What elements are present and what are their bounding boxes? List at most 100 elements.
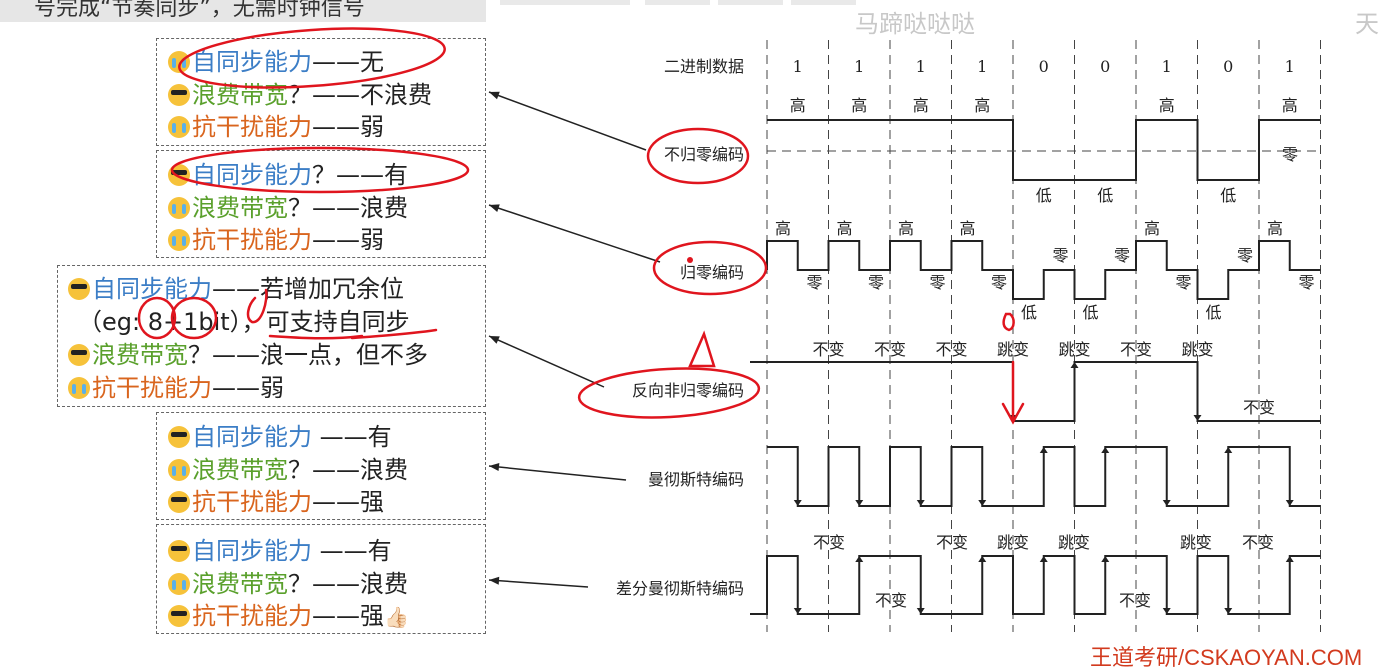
red-circle-annotation <box>1002 312 1015 332</box>
red-circle-annotation <box>178 27 446 89</box>
nrzi-change-label: 跳变 <box>1058 340 1090 359</box>
connector-arrowhead <box>489 91 500 100</box>
manchester-mid-arrow <box>793 500 802 506</box>
red-circle-annotation <box>646 127 750 185</box>
rz-waveform <box>766 240 1321 300</box>
diff-manchester-change-label: 不变 <box>813 533 845 552</box>
property-name: 浪费带宽 <box>192 456 288 484</box>
property-name: 浪费带宽 <box>92 341 188 369</box>
connector-line <box>488 335 605 388</box>
red-underline-annotation <box>350 328 438 340</box>
nrz-level-label: 高 <box>790 96 806 115</box>
property-value: ——弱 <box>312 226 384 254</box>
row-label-0: 二进制数据 <box>664 57 744 76</box>
header-strip <box>791 0 856 5</box>
bit-value: 1 <box>793 57 803 76</box>
bit-value: 1 <box>916 57 926 76</box>
crying-emoji-icon <box>168 459 190 481</box>
nrzi-change-label: 跳变 <box>1181 340 1213 359</box>
cool-emoji-icon <box>168 84 190 106</box>
property-name: 自同步能力 <box>192 537 312 565</box>
box-line: 自同步能力——若增加冗余位 <box>68 269 404 304</box>
nrz-waveform <box>767 119 1321 181</box>
cool-emoji-icon <box>168 540 190 562</box>
bit-value: 0 <box>1100 57 1110 76</box>
box-line: 自同步能力——无 <box>168 42 384 77</box>
rz-zero-label: 零 <box>1052 246 1068 265</box>
row-label-4: 曼彻斯特编码 <box>648 470 744 489</box>
row-label-5: 差分曼彻斯特编码 <box>616 579 744 598</box>
nrz-level-label: 高 <box>1282 96 1298 115</box>
red-scribble-annotation <box>246 288 268 324</box>
property-value: ——无 <box>312 48 384 76</box>
cool-emoji-icon <box>168 164 190 186</box>
property-value: ——强 <box>312 488 384 516</box>
property-name: 抗干扰能力 <box>192 602 312 630</box>
diff-manchester-waveform <box>750 555 1321 615</box>
crying-emoji-icon <box>168 116 190 138</box>
rz-low-label: 低 <box>1082 303 1098 322</box>
header-strip <box>645 0 710 5</box>
property-name: 自同步能力 <box>192 48 312 76</box>
rz-high-label: 高 <box>1144 219 1160 238</box>
nrzi-change-label: 跳变 <box>997 340 1029 359</box>
rz-high-label: 高 <box>775 219 791 238</box>
rz-high-label: 高 <box>959 219 975 238</box>
diff-manchester-change-label: 不变 <box>1242 533 1274 552</box>
nrz-properties-box <box>156 38 486 146</box>
property-value: ——弱 <box>212 374 284 402</box>
crying-emoji-icon <box>168 229 190 251</box>
nrzi-change-label: 不变 <box>812 340 844 359</box>
property-name: 抗干扰能力 <box>92 374 212 402</box>
red-circle-annotation <box>170 296 218 340</box>
red-circle-annotation <box>652 240 768 296</box>
diff-manchester-change-label: 跳变 <box>997 533 1029 552</box>
property-name: 抗干扰能力 <box>192 113 312 141</box>
connector-arrowhead <box>489 463 500 471</box>
red-underline-annotation <box>268 334 364 340</box>
watermark-left: 马蹄哒哒哒 <box>855 10 975 38</box>
rz-zero-label: 零 <box>868 273 884 292</box>
diff-manchester-properties-box <box>156 524 486 634</box>
nrz-zero-label: 零 <box>1282 145 1298 164</box>
rz-zero-label: 零 <box>806 273 822 292</box>
manchester-mid-arrow <box>978 500 987 506</box>
box-line: 浪费带宽？——浪费 <box>168 188 408 223</box>
property-value: ——有 <box>312 537 392 565</box>
manchester-properties-box <box>156 412 486 520</box>
rz-zero-label: 零 <box>1298 273 1314 292</box>
connector-line <box>488 91 647 151</box>
header-strip <box>718 0 783 5</box>
box-line: 自同步能力 ——有 <box>168 417 392 452</box>
nrz-level-label: 低 <box>1036 186 1052 205</box>
connector-line <box>488 465 627 481</box>
property-value: ？——有 <box>312 161 408 189</box>
property-value: ？——浪一点，但不多 <box>188 341 428 369</box>
box-line: 浪费带宽？——浪一点，但不多 <box>68 335 428 370</box>
red-dot-annotation <box>687 257 693 263</box>
nrz-level-label: 低 <box>1220 186 1236 205</box>
property-name: 自同步能力 <box>192 423 312 451</box>
manchester-mid-arrow <box>916 500 925 506</box>
nrzi-transition-arrow <box>1193 415 1202 421</box>
row-label-1: 不归零编码 <box>664 145 744 164</box>
rz-zero-label: 零 <box>1175 273 1191 292</box>
bit-value: 0 <box>1039 57 1049 76</box>
rz-properties-box <box>156 150 486 258</box>
property-name: 浪费带宽 <box>192 194 288 222</box>
cool-emoji-icon <box>68 278 90 300</box>
rz-low-label: 低 <box>1205 303 1221 322</box>
box-line: 抗干扰能力——强👍🏻 <box>168 596 409 631</box>
footer-brand: 王道考研/CSKAOYAN.COM <box>1090 645 1363 670</box>
manchester-mid-arrow <box>1101 447 1110 453</box>
thumbs-up-icon: 👍🏻 <box>384 605 409 629</box>
property-value: ——有 <box>312 423 392 451</box>
property-value: ？——浪费 <box>288 194 408 222</box>
manchester-waveform <box>767 446 1321 507</box>
box-line: 抗干扰能力——强 <box>168 482 384 517</box>
connector-line <box>488 204 661 263</box>
manchester-mid-arrow <box>1224 447 1233 453</box>
manchester-mid-arrow <box>1162 500 1171 506</box>
cool-emoji-icon <box>168 491 190 513</box>
